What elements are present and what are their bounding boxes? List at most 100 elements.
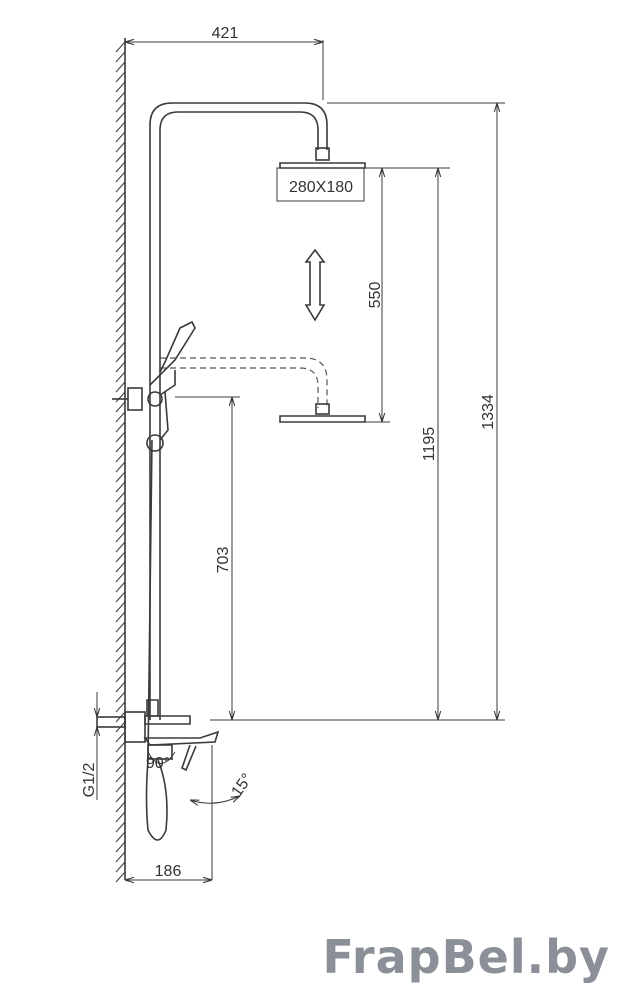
dim-label: 15° — [228, 771, 256, 801]
wall-hatch — [115, 41, 126, 53]
wall-hatch — [115, 601, 126, 613]
dim-label: G1/2 — [81, 763, 98, 798]
wall-hatch — [115, 301, 126, 313]
wall-hatch — [115, 561, 126, 573]
wall-hatch — [115, 211, 126, 223]
wall-hatch — [115, 131, 126, 143]
wall-hatch — [115, 251, 126, 263]
wall-hatch — [115, 121, 126, 133]
wall-hatch — [115, 91, 126, 103]
wall-hatch — [115, 291, 126, 303]
wall-hatch — [115, 671, 126, 683]
dim-label: 421 — [212, 25, 239, 42]
dim-label: 90° — [146, 755, 170, 772]
hand-shower — [112, 320, 196, 452]
wall-hatch — [115, 651, 126, 663]
dim-handle-height: 703 — [175, 396, 240, 720]
wall-hatch — [115, 441, 126, 453]
wall-hatch — [115, 411, 126, 423]
dim-thread: G1/2 — [81, 692, 98, 800]
wall-hatch — [115, 421, 126, 433]
dim-label: 703 — [215, 547, 232, 574]
wall-hatch — [115, 771, 126, 783]
wall-hatch — [115, 181, 126, 193]
wall-hatch — [115, 281, 126, 293]
wall-hatch — [115, 741, 126, 753]
wall-hatch — [115, 151, 126, 163]
wall-hatch — [115, 681, 126, 693]
wall-hatch — [115, 261, 126, 273]
wall-hatch — [115, 761, 126, 773]
wall-hatch — [115, 231, 126, 243]
mixer — [96, 699, 220, 772]
wall-hatch — [115, 51, 126, 63]
riser-pipe — [149, 102, 328, 720]
dim-arm-length: 421 — [125, 25, 324, 100]
wall-hatch — [115, 641, 126, 653]
wall-hatch — [115, 321, 126, 333]
wall-hatch — [115, 311, 126, 323]
wall-hatch — [115, 241, 126, 253]
wall-hatch — [115, 531, 126, 543]
shower-head-lowered — [160, 357, 366, 423]
wall-hatch — [115, 551, 126, 563]
wall-hatch — [115, 471, 126, 483]
wall-hatch — [115, 621, 126, 633]
dim-spout-reach: 186 — [125, 863, 212, 880]
wall-hatch — [115, 661, 126, 673]
wall-hatch — [115, 731, 126, 743]
wall-hatch — [115, 391, 126, 403]
wall-hatch — [115, 701, 126, 713]
wall-hatch — [115, 571, 126, 583]
wall-hatch — [115, 861, 126, 873]
dim-label: 280X180 — [289, 179, 353, 196]
wall-hatch — [115, 521, 126, 533]
wall-hatch — [115, 631, 126, 643]
wall-hatch — [115, 511, 126, 523]
wall-hatch — [115, 221, 126, 233]
wall-hatch — [115, 351, 126, 363]
dim-head-size: 280X180 — [289, 179, 353, 196]
wall-hatch — [115, 611, 126, 623]
wall-hatch — [115, 691, 126, 703]
wall-hatch — [115, 161, 126, 173]
dim-height-adjust: 550 — [365, 167, 450, 423]
dim-total-height: 1334 — [210, 102, 505, 721]
wall-hatch — [115, 541, 126, 553]
wall-hatch — [115, 491, 126, 503]
wall-hatch — [115, 271, 126, 283]
wall-hatch — [115, 871, 126, 883]
wall-hatch — [115, 171, 126, 183]
watermark-logo: FrapBel.by — [322, 930, 610, 984]
dim-label: 1195 — [421, 427, 438, 462]
wall-hatch — [115, 71, 126, 83]
wall-hatch — [115, 201, 126, 213]
wall-hatch — [115, 101, 126, 113]
dim-bracket-height: 1195 — [421, 168, 438, 720]
wall-hatch — [115, 751, 126, 763]
wall-hatch — [115, 361, 126, 373]
wall-hatch — [115, 141, 126, 153]
wall-hatch — [115, 341, 126, 353]
wall-hatch — [115, 781, 126, 793]
wall-hatch — [115, 801, 126, 813]
wall-hatch — [115, 461, 126, 473]
wall-hatch — [115, 61, 126, 73]
dim-label: 550 — [367, 282, 384, 309]
wall-hatch — [115, 331, 126, 343]
wall-hatch — [115, 501, 126, 513]
wall-hatch — [115, 381, 126, 393]
wall-hatch — [115, 191, 126, 203]
wall-hatch — [115, 431, 126, 443]
wall-hatch — [115, 111, 126, 123]
wall-hatch — [115, 401, 126, 413]
wall-hatch — [115, 481, 126, 493]
wall-hatch — [115, 791, 126, 803]
wall — [115, 38, 126, 883]
wall-hatch — [115, 581, 126, 593]
wall-hatch — [115, 821, 126, 833]
wall-hatch — [115, 841, 126, 853]
wall-hatch — [115, 451, 126, 463]
hose — [145, 439, 168, 841]
